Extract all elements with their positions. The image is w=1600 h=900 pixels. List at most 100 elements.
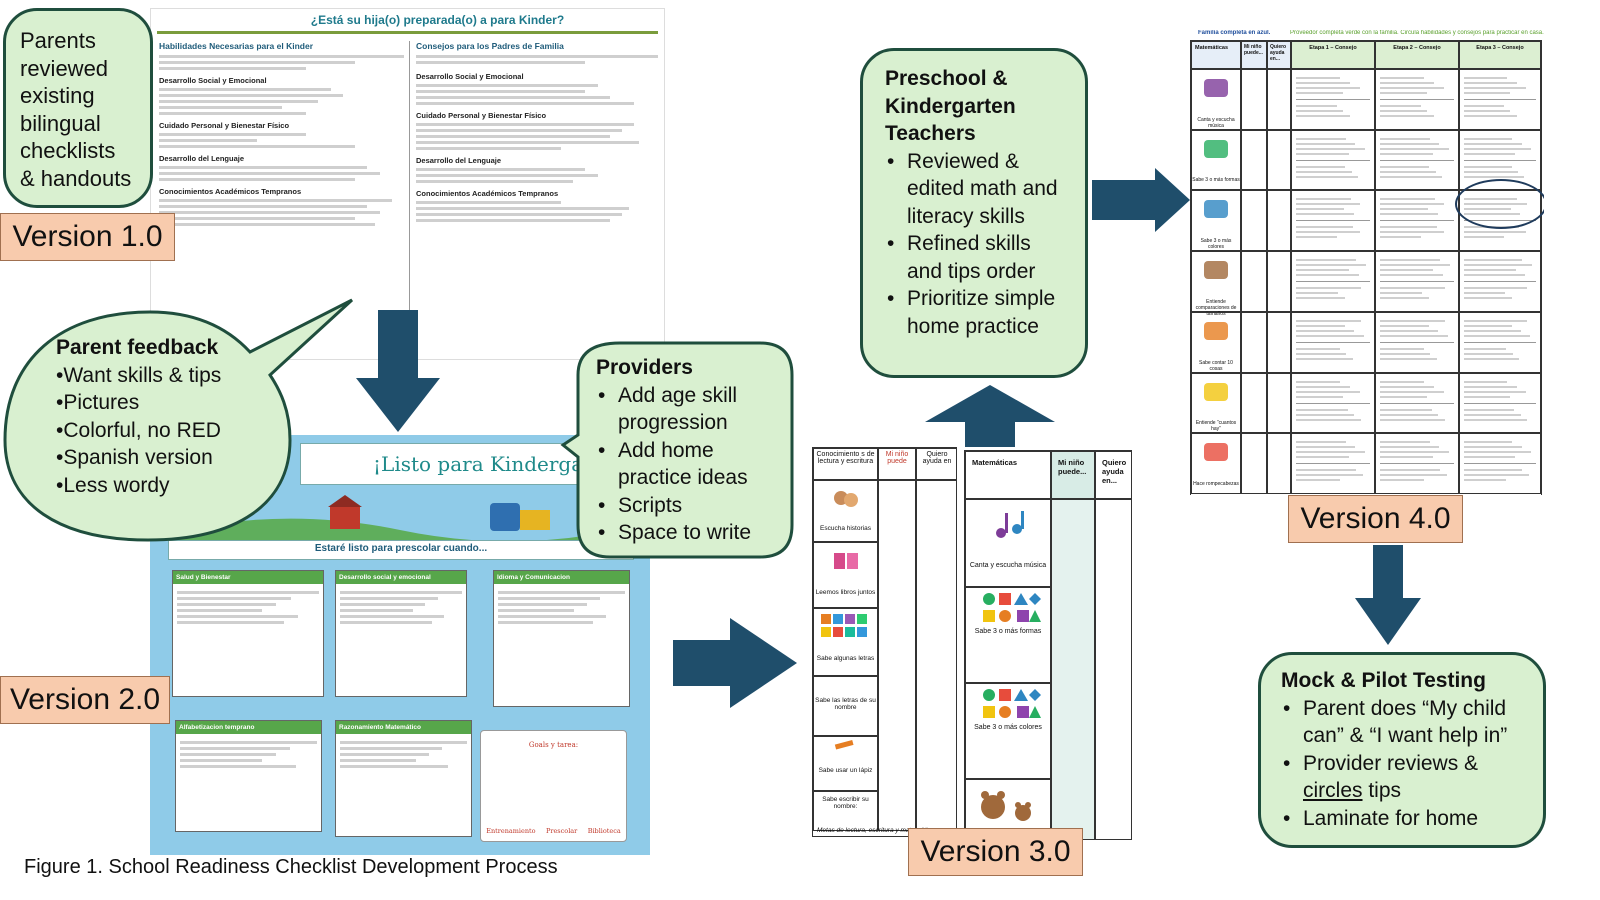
v1-document: ¿Está su hija(o) preparada(o) a para Kin… — [150, 8, 665, 360]
v3-left-header-can: Mi niño puede — [878, 448, 916, 480]
books-icon — [834, 491, 858, 507]
version-3-label: Version 3.0 — [908, 828, 1083, 876]
providers-item-1: Add age skill progression — [598, 382, 781, 437]
v2-goals-box: Goals y tarea: Entrenamiento Prescolar B… — [480, 730, 627, 842]
v4-instruction-right: Proveedor completa verde con la familia.… — [1290, 30, 1544, 36]
v1-right-section-1: Desarrollo Social y Emocional — [416, 72, 524, 81]
v1-right-section-3: Desarrollo del Lenguaje — [416, 156, 502, 165]
v4-row-icon — [1204, 79, 1228, 97]
v2-box-literacy-title: Alfabetizacion temprano — [176, 721, 321, 734]
testing-item-2: Provider reviews & circles tips — [1283, 750, 1523, 805]
figure-caption: Figure 1. School Readiness Checklist Dev… — [24, 856, 558, 878]
parent-feedback-item-2: •Pictures — [56, 391, 140, 414]
v4-header-math: Matemáticas — [1191, 41, 1241, 69]
v3-right-header-help: Quiero ayuda en... — [1095, 451, 1131, 499]
parent-feedback-item-1: •Want skills & tips — [56, 363, 222, 387]
v4-row-label: Hace rompecabezas — [1191, 433, 1241, 494]
v4-row-label: Canta y escucha música — [1191, 69, 1241, 130]
v4-document: Familia completa en azul. Proveedor comp… — [1188, 30, 1544, 495]
v1-left-section-2: Cuidado Personal y Bienestar Físico — [159, 121, 290, 130]
v3-left-row-2: Leemos libros juntos — [813, 542, 878, 608]
parent-feedback-bubble-shape — [3, 298, 354, 542]
parent-feedback-item-3: •Colorful, no RED — [56, 418, 221, 442]
parents-reviewed-bubble: Parents reviewed existing bilingual chec… — [3, 8, 153, 208]
alphabet-icon — [821, 614, 867, 637]
v4-header-can: Mi niño puede... — [1241, 41, 1267, 69]
teachers-bubble: Preschool & Kindergarten Teachers Review… — [860, 48, 1088, 378]
v4-row-icon — [1204, 382, 1228, 401]
v2-goals-label: Goals y tarea: — [528, 741, 579, 749]
v3-left-header-help: Quiero ayuda en — [916, 448, 956, 480]
teachers-item-1: Reviewed & edited math and literacy skil… — [887, 148, 1063, 231]
v2-subtitle: Estaré listo para prescolar cuando... — [314, 543, 488, 554]
version-2-label: Version 2.0 — [0, 676, 170, 724]
underlined-word: circles — [1303, 779, 1363, 802]
v1-right-section-2: Cuidado Personal y Bienestar Físico — [416, 111, 547, 120]
version-1-label: Version 1.0 — [0, 213, 175, 261]
v4-table: Matemáticas Mi niño puede... Quiero ayud… — [1190, 40, 1544, 495]
arrow-up-v3-to-teachers — [925, 385, 1055, 447]
v2-box-literacy: Alfabetizacion temprano — [175, 720, 322, 832]
v3-right-header-math: Matemáticas — [965, 451, 1051, 499]
arrow-down-v4-to-testing — [1355, 545, 1421, 645]
v4-header-stage3: Etapa 3 – Consejo — [1459, 41, 1541, 69]
v1-right-section-4: Conocimientos Académicos Tempranos — [416, 189, 559, 198]
music-notes-icon — [996, 511, 1024, 538]
teachers-item-3: Prioritize simple home practice — [887, 285, 1063, 340]
parent-feedback-title: Parent feedback — [56, 336, 219, 359]
v2-box-social: Desarrollo social y emocional — [335, 570, 467, 697]
arrow-down-v1-to-v2 — [356, 310, 440, 432]
v4-row-icon — [1204, 200, 1228, 219]
parent-feedback-content: Parent feedback •Want skills & tips •Pic… — [56, 334, 266, 499]
v2-footer-preschool: Prescolar — [545, 827, 578, 835]
v3-right-row-1: Canta y escucha música — [965, 499, 1051, 587]
v4-row-icon — [1204, 139, 1228, 158]
teachers-item-2: Refined skills and tips order — [887, 230, 1063, 285]
v1-right-heading: Consejos para los Padres de Familia — [416, 41, 564, 51]
bears-icon — [981, 791, 1031, 821]
version-4-label: Version 4.0 — [1288, 495, 1463, 543]
testing-item-1: Parent does “My child can” & “I want hel… — [1283, 695, 1523, 750]
v2-box-health: Salud y Bienestar — [172, 570, 324, 697]
v1-title: ¿Está su hija(o) preparada(o) a para Kin… — [310, 13, 565, 27]
v2-footer-library: Biblioteca — [587, 827, 621, 835]
arrow-right-v2-to-v3 — [673, 618, 797, 708]
v2-box-language-title: Idioma y Comunicacion — [494, 571, 629, 584]
v3-right-header-can: Mi niño puede... — [1051, 451, 1095, 499]
v2-box-math-title: Razonamiento Matemático — [336, 721, 471, 734]
v2-box-math: Razonamiento Matemático — [335, 720, 472, 837]
v4-instruction-left: Familia completa en azul. — [1198, 30, 1271, 36]
v1-left-section-1: Desarrollo Social y Emocional — [159, 76, 267, 85]
v3-math-table: Matemáticas Mi niño puede... Quiero ayud… — [964, 450, 1132, 840]
v4-circled-tip — [1455, 179, 1544, 229]
providers-content: Providers Add age skill progression Add … — [596, 354, 781, 547]
pencil-icon — [834, 739, 854, 750]
v3-left-row-1: Escucha historias — [813, 480, 878, 542]
v4-header-help: Quiero ayuda en... — [1267, 41, 1291, 69]
v4-header-stage2: Etapa 2 – Consejo — [1375, 41, 1459, 69]
v4-row-icon — [1204, 443, 1228, 462]
v2-footer-training: Entrenamiento — [486, 827, 536, 835]
v1-right-column: Consejos para los Padres de Familia Desa… — [416, 41, 658, 225]
teachers-title: Preschool & Kindergarten Teachers — [885, 67, 1016, 145]
v2-title: ¡Listo para Kindergar — [373, 452, 593, 476]
v4-row-icon — [1204, 321, 1228, 340]
v1-left-heading: Habilidades Necesarias para el Kinder — [159, 41, 314, 51]
v3-left-header-skill: Conocimiento s de lectura y escritura — [813, 448, 878, 480]
providers-title: Providers — [596, 356, 693, 379]
v3-right-row-3: Sabe 3 o más colores — [965, 683, 1051, 779]
v1-left-section-3: Desarrollo del Lenguaje — [159, 154, 245, 163]
v1-left-section-4: Conocimientos Académicos Tempranos — [159, 187, 302, 196]
v3-left-row-6: Sabe escribir su nombre: — [813, 791, 878, 831]
providers-item-3: Scripts — [598, 492, 781, 520]
parent-feedback-item-4: •Spanish version — [56, 446, 213, 469]
v1-left-column: Habilidades Necesarias para el Kinder De… — [159, 41, 404, 229]
v3-left-row-5: Sabe usar un lápiz — [813, 736, 878, 791]
colors-icon — [983, 689, 1041, 718]
v1-title-rule — [157, 31, 658, 34]
v2-box-health-title: Salud y Bienestar — [173, 571, 323, 584]
arrow-right-teachers-to-v4 — [1092, 168, 1190, 232]
v4-row-icon — [1204, 261, 1228, 280]
